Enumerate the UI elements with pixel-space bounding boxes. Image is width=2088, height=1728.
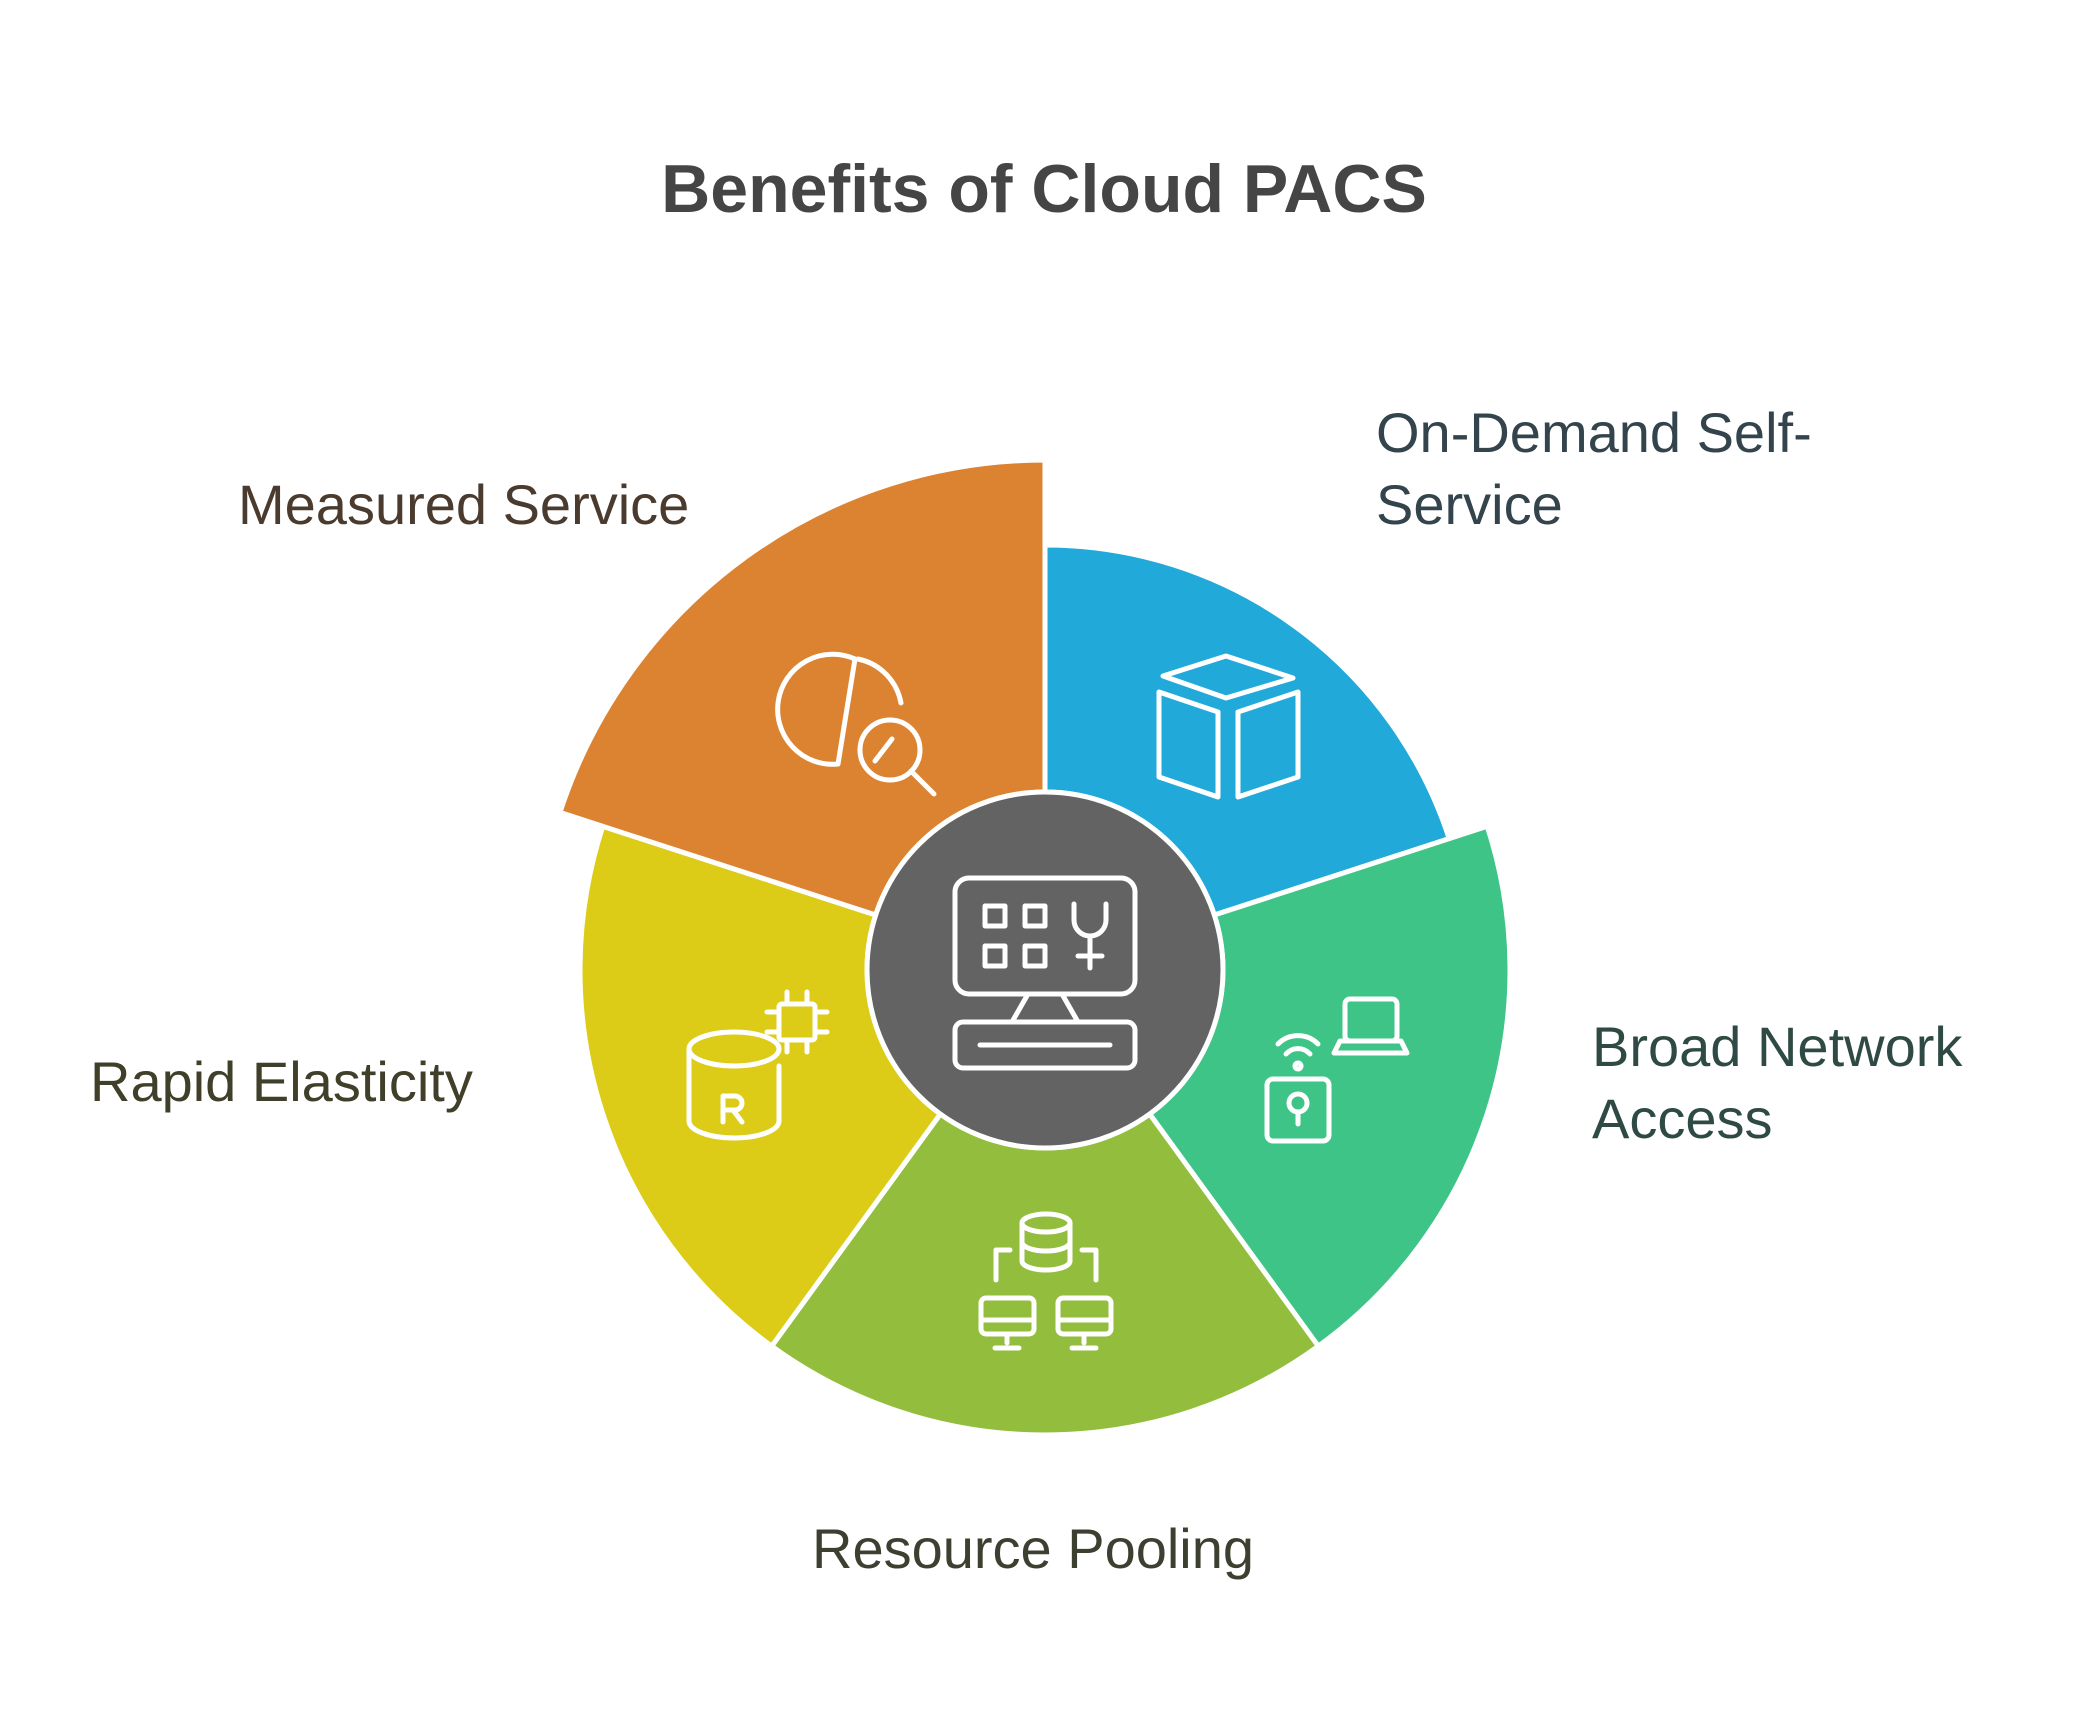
cube-icon: [1156, 653, 1301, 800]
label-line: Access: [1592, 1087, 1773, 1150]
center-hub: [864, 789, 1226, 1151]
label-rapid-elasticity: Rapid Elasticity: [90, 1046, 473, 1118]
label-line: On-Demand Self-: [1376, 401, 1812, 464]
pie-chart-magnifier-icon: [775, 651, 937, 797]
label-line: Resource Pooling: [812, 1517, 1255, 1580]
database-chip-icon: [686, 989, 830, 1141]
page-title: Benefits of Cloud PACS: [661, 151, 1427, 227]
label-line: Broad Network: [1592, 1015, 1963, 1078]
label-resource-pooling: Resource Pooling: [812, 1513, 1254, 1585]
label-on-demand-self-service: On-Demand Self- Service: [1376, 397, 1812, 541]
label-line: Rapid Elasticity: [90, 1050, 473, 1113]
segment-icons: [686, 651, 1410, 1351]
label-broad-network-access: Broad Network Access: [1592, 1011, 1962, 1155]
label-line: Service: [1376, 473, 1563, 536]
monitor-keyboard-icon: [952, 875, 1138, 1071]
label-measured-service: Measured Service: [238, 469, 689, 541]
network-lock-laptop-icon: [1264, 996, 1410, 1144]
database-network-icon: [978, 1211, 1114, 1351]
label-line: Measured Service: [238, 473, 690, 536]
center-circle: [864, 789, 1226, 1151]
